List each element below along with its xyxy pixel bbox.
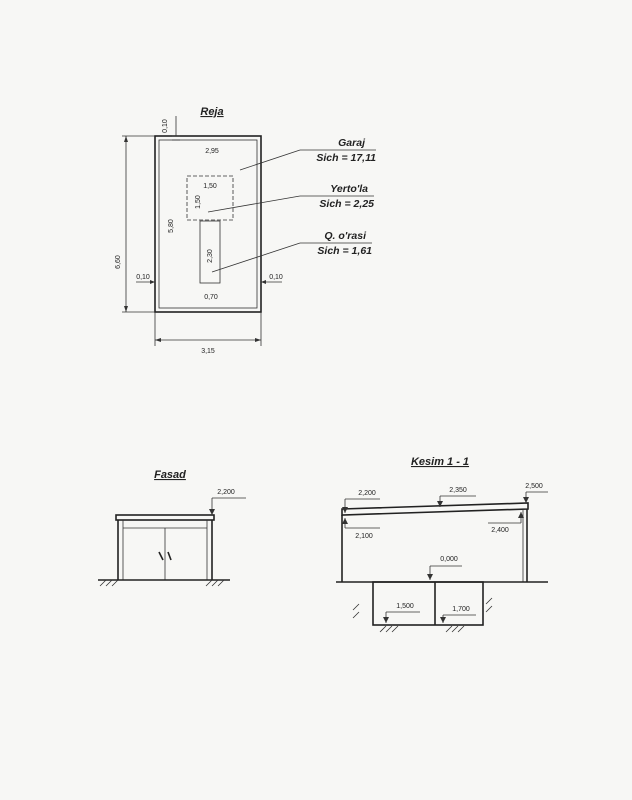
pit-length-dim: 2,30 — [207, 249, 214, 263]
cellar-name-label: Yerto'la — [330, 183, 368, 195]
section-el-2500: 2,500 — [525, 483, 543, 490]
pit-area-label: Sich = 1,61 — [317, 245, 372, 257]
garage-name-label: Garaj — [338, 137, 366, 149]
garage-inner-outline — [158, 139, 258, 309]
facade-roof — [115, 514, 215, 521]
facade-elevation: 2,200 — [217, 489, 235, 496]
section-el-1700: 1,700 — [452, 606, 470, 613]
section-title: Kesim 1 - 1 — [411, 456, 469, 468]
section-el-2350: 2,350 — [449, 487, 467, 494]
right-wall-dim: 0,10 — [269, 274, 283, 281]
garage-outline — [154, 135, 262, 313]
total-height-dim: 6,60 — [115, 255, 122, 269]
cellar-area-label: Sich = 2,25 — [319, 198, 374, 210]
section-basement — [372, 581, 484, 626]
facade-drawing: Fasad 2,200 — [98, 469, 246, 587]
section-el-2100: 2,100 — [355, 533, 373, 540]
section-el-2200: 2,200 — [358, 490, 376, 497]
garage-area-label: Sich = 17,11 — [316, 152, 376, 164]
total-width-dim: 3,15 — [201, 348, 215, 355]
facade-title: Fasad — [154, 469, 186, 481]
pit-outline — [199, 220, 221, 284]
left-wall-dim: 0,10 — [136, 274, 150, 281]
cellar-size-b-dim: 1,50 — [195, 195, 202, 209]
inner-height-dim: 5,80 — [168, 219, 175, 233]
pit-name-label: Q. o'rasi — [324, 230, 367, 242]
cellar-size-a-dim: 1,50 — [203, 183, 217, 190]
cellar-outline — [186, 175, 234, 221]
plan-drawing: Reja 2,95 1,50 1,50 2,30 0,70 5,80 0,10 … — [115, 106, 376, 355]
section-el-2400: 2,400 — [491, 527, 509, 534]
section-el-1500: 1,500 — [396, 603, 414, 610]
section-drawing: Kesim 1 - 1 2,200 2,350 2,500 — [336, 456, 548, 633]
section-roof — [341, 502, 529, 516]
inner-width-dim: 2,95 — [205, 148, 219, 155]
top-wall-dim: 0,10 — [162, 119, 169, 133]
plan-title: Reja — [200, 106, 223, 118]
section-el-0000: 0,000 — [440, 556, 458, 563]
pit-width-dim: 0,70 — [204, 294, 218, 301]
